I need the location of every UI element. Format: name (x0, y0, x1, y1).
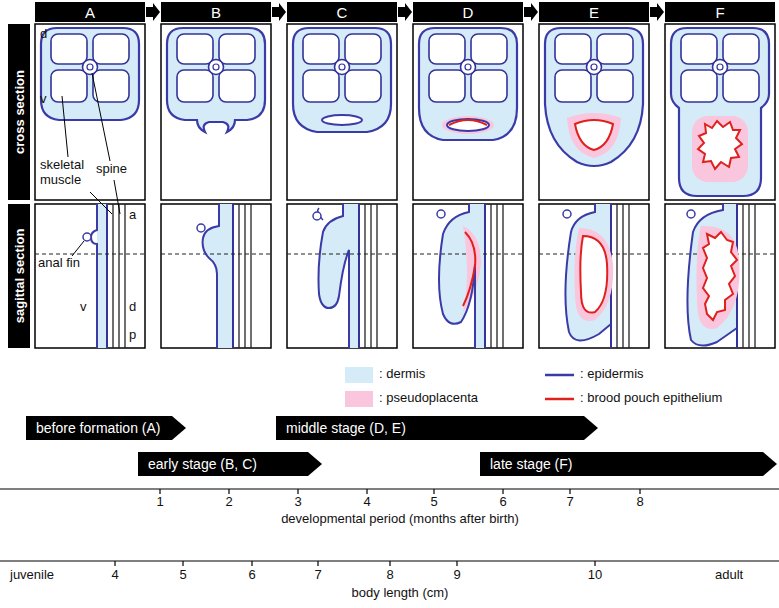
legend-line (545, 374, 574, 377)
block-arrow (398, 3, 412, 21)
label: 6 (488, 495, 518, 510)
label: v (80, 300, 92, 315)
label: 2 (214, 495, 244, 510)
label: 10 (580, 568, 610, 583)
node-text: late stage (F) (490, 456, 572, 472)
stage-header: C (287, 2, 397, 22)
sagittal-section-a (35, 204, 145, 348)
label: 4 (352, 495, 382, 510)
label: d (40, 27, 52, 42)
label: 7 (303, 568, 333, 583)
legend-text: : pseudoplacenta (379, 391, 478, 406)
legend-text: : epidermis (580, 367, 644, 382)
legend-swatch (345, 391, 373, 407)
label: 5 (168, 568, 198, 583)
node-text: cross section (12, 70, 27, 154)
stage-arrow: before formation (A) (26, 416, 186, 440)
cross-section-d (419, 28, 517, 140)
label: juvenile (10, 568, 80, 583)
node-text: sagittal section (12, 229, 27, 324)
label: 6 (237, 568, 267, 583)
label: 9 (442, 568, 472, 583)
label: v (40, 92, 52, 107)
node-text: A (85, 4, 95, 21)
cross-section-e (545, 28, 643, 166)
sagittal-section-f (665, 204, 775, 348)
node-text: middle stage (D, E) (286, 420, 406, 436)
block-arrow (146, 3, 160, 21)
cross-section-b (167, 28, 265, 132)
legend-swatch (345, 367, 373, 383)
sagittal-section-c (287, 204, 397, 348)
label: skeletal muscle (40, 158, 100, 188)
node-text: early stage (B, C) (148, 456, 257, 472)
node-text: D (463, 4, 474, 21)
label: developmental period (months after birth… (200, 512, 600, 527)
block-arrow (272, 3, 286, 21)
cross-section-f (671, 28, 769, 196)
label: p (129, 328, 141, 343)
label: spine (96, 162, 140, 177)
label: a (129, 208, 141, 223)
label: 1 (145, 495, 175, 510)
stage-arrow: late stage (F) (480, 452, 777, 476)
sagittal-section-b (161, 204, 271, 348)
stage-header: E (539, 2, 649, 22)
cross-section-a (41, 28, 139, 120)
sagittal-section-d (413, 204, 523, 348)
node-text: before formation (A) (36, 420, 161, 436)
block-arrow (524, 3, 538, 21)
legend-line (545, 398, 574, 401)
label: anal fin (38, 256, 82, 271)
stage-header: F (665, 2, 775, 22)
legend-text: : dermis (379, 367, 425, 382)
block-arrow (650, 3, 664, 21)
stage-header: A (35, 2, 145, 22)
label: d (129, 300, 141, 315)
stage-arrow: middle stage (D, E) (276, 416, 598, 440)
label: 4 (100, 568, 130, 583)
axis (0, 489, 779, 566)
sagittal-section-e (539, 204, 649, 348)
node-text: E (589, 4, 599, 21)
legend-text: : brood pouch epithelium (580, 391, 722, 406)
label: 8 (625, 495, 655, 510)
node-text: F (715, 4, 724, 21)
node-text: C (337, 4, 348, 21)
section-bar: sagittal section (8, 204, 30, 348)
stage-header: D (413, 2, 523, 22)
node-text: B (211, 4, 221, 21)
label: 7 (555, 495, 585, 510)
panel-frame (35, 24, 775, 348)
stage-header: B (161, 2, 271, 22)
cross-section-c (293, 28, 391, 132)
label: adult (715, 568, 771, 583)
section-bar: cross section (8, 24, 30, 200)
stage-arrow: early stage (B, C) (138, 452, 322, 476)
label: body length (cm) (250, 586, 550, 601)
label: 8 (375, 568, 405, 583)
label: 5 (419, 495, 449, 510)
label: 3 (283, 495, 313, 510)
